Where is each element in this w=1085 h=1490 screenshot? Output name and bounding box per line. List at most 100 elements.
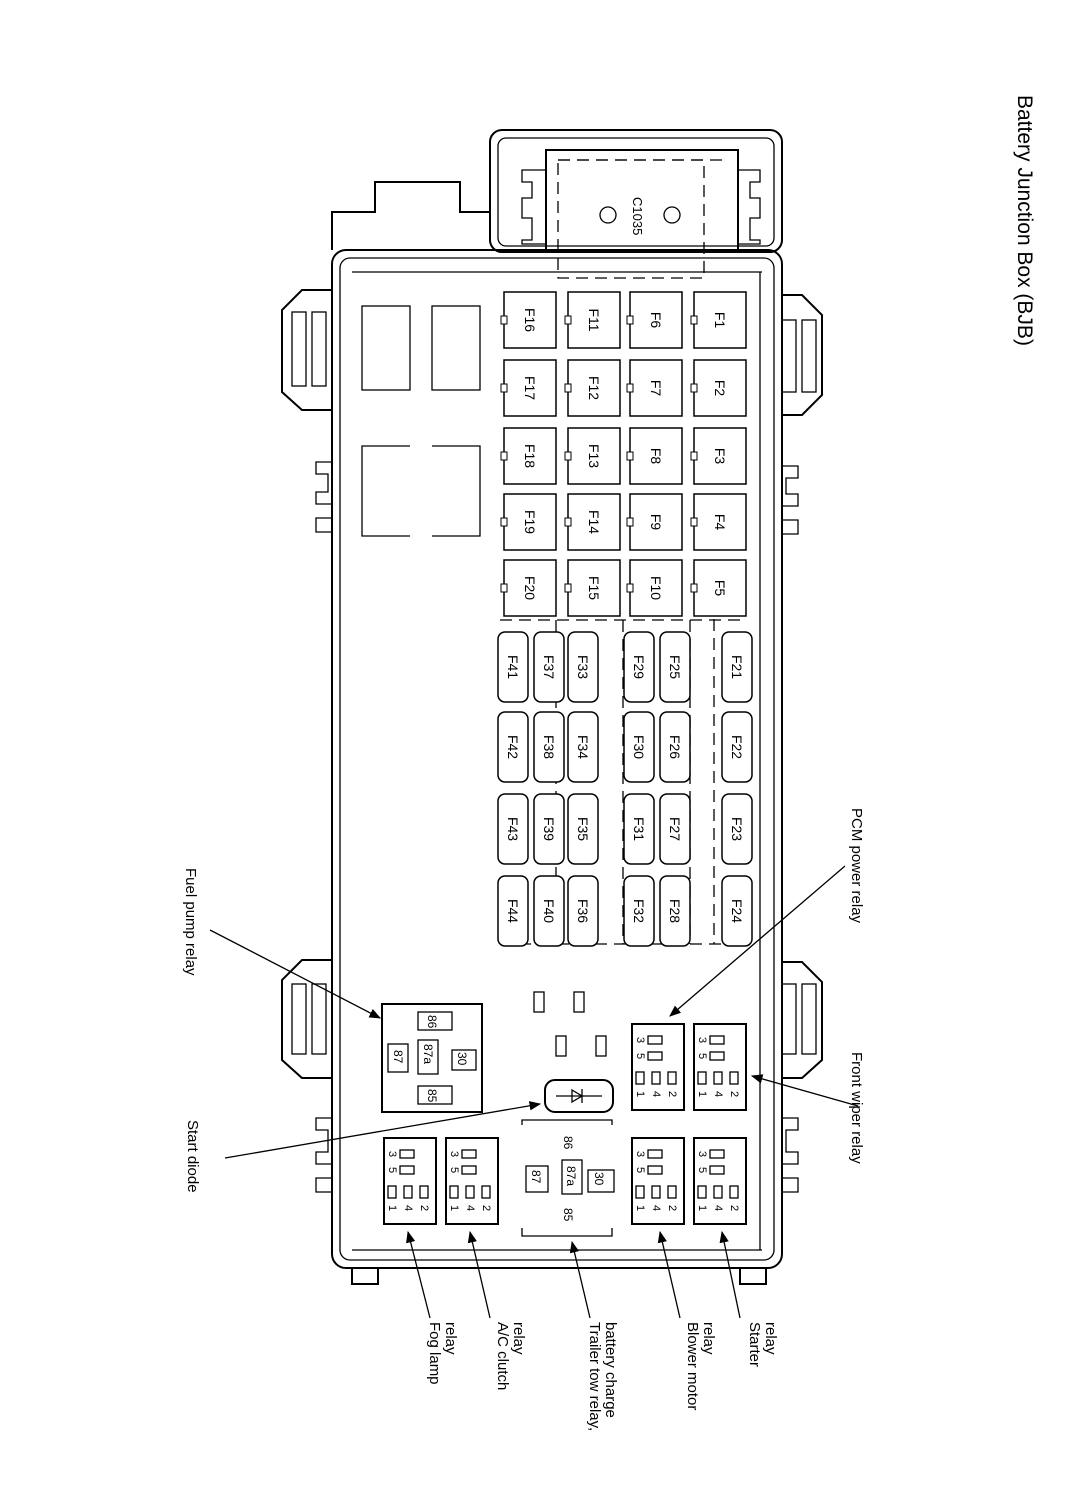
callout-leaders bbox=[209, 865, 859, 1319]
pin-5: 5 bbox=[448, 1167, 460, 1173]
fuse-f40: F40 bbox=[533, 875, 565, 947]
fuse-f19: F19 bbox=[500, 493, 557, 551]
fuse-f6: F6 bbox=[626, 291, 683, 349]
pin-1: 1 bbox=[634, 1205, 646, 1211]
fuse-label: F38 bbox=[541, 735, 557, 759]
mini-fuse-grid: F16F17F18F19F20F11F12F13F14F15F6F7F8F9F1… bbox=[500, 291, 747, 617]
fuse-label: F29 bbox=[631, 655, 647, 679]
pin-5: 5 bbox=[696, 1053, 708, 1059]
fuse-label: F20 bbox=[522, 576, 538, 600]
pin-4: 4 bbox=[712, 1091, 724, 1097]
pin-3: 3 bbox=[634, 1151, 646, 1157]
fuse-f12: F12 bbox=[564, 359, 621, 417]
fuse-f37: F37 bbox=[533, 631, 565, 703]
pin-2: 2 bbox=[480, 1205, 492, 1211]
fuse-f14: F14 bbox=[564, 493, 621, 551]
fuse-f33: F33 bbox=[567, 631, 599, 703]
fuse-f11: F11 bbox=[564, 291, 621, 349]
fuse-f23: F23 bbox=[721, 793, 753, 865]
fuse-f42: F42 bbox=[497, 711, 529, 783]
pin-4: 4 bbox=[650, 1205, 662, 1211]
pin-87a: 87a bbox=[421, 1044, 435, 1064]
fuse-label: F25 bbox=[667, 655, 683, 679]
fuse-f39: F39 bbox=[533, 793, 565, 865]
fuse-label: F14 bbox=[586, 510, 602, 534]
fuse-label: F37 bbox=[541, 655, 557, 679]
fuse-label: F22 bbox=[729, 735, 745, 759]
pin-3: 3 bbox=[448, 1151, 460, 1157]
fog-lamp-relay-label: Fog lamp relay bbox=[426, 1322, 459, 1389]
pin-5: 5 bbox=[634, 1167, 646, 1173]
fuse-label: F19 bbox=[522, 510, 538, 534]
fuse-label: F28 bbox=[667, 899, 683, 923]
fuse-f15: F15 bbox=[564, 559, 621, 617]
fuse-label: F6 bbox=[648, 312, 664, 329]
fuse-label: F32 bbox=[631, 899, 647, 923]
fuse-label: F3 bbox=[712, 448, 728, 465]
start-diode bbox=[544, 1079, 614, 1113]
diagram-title: Battery Junction Box (BJB) bbox=[1013, 95, 1036, 346]
fuse-label: F12 bbox=[586, 376, 602, 400]
pin-1: 1 bbox=[386, 1205, 398, 1211]
fuse-label: F7 bbox=[648, 380, 664, 397]
pin-2: 2 bbox=[418, 1205, 430, 1211]
fuse-label: F1 bbox=[712, 312, 728, 329]
pin-3: 3 bbox=[696, 1037, 708, 1043]
fuse-f5: F5 bbox=[690, 559, 747, 617]
fuse-f7: F7 bbox=[626, 359, 683, 417]
pin-1: 1 bbox=[634, 1091, 646, 1097]
fuse-f20: F20 bbox=[500, 559, 557, 617]
ac-clutch-relay-socket: 3 5 41 2 bbox=[445, 1137, 499, 1225]
fuse-f26: F26 bbox=[659, 711, 691, 783]
fuse-f18: F18 bbox=[500, 427, 557, 485]
fuse-f27: F27 bbox=[659, 793, 691, 865]
fuse-label: F40 bbox=[541, 899, 557, 923]
pin-1: 1 bbox=[448, 1205, 460, 1211]
pin-1: 1 bbox=[696, 1091, 708, 1097]
fuse-label: F9 bbox=[648, 514, 664, 531]
pin-1: 1 bbox=[696, 1205, 708, 1211]
pin-4: 4 bbox=[712, 1205, 724, 1211]
fuse-label: F5 bbox=[712, 580, 728, 597]
connector-label: C1035 bbox=[630, 197, 645, 235]
fuse-f31: F31 bbox=[623, 793, 655, 865]
fuse-f10: F10 bbox=[626, 559, 683, 617]
fuse-label: F41 bbox=[505, 655, 521, 679]
fuse-label: F36 bbox=[575, 899, 591, 923]
pin-5: 5 bbox=[634, 1053, 646, 1059]
fuse-label: F31 bbox=[631, 817, 647, 841]
fuse-f44: F44 bbox=[497, 875, 529, 947]
pin-87a: 87a bbox=[564, 1166, 578, 1186]
pin-4: 4 bbox=[464, 1205, 476, 1211]
starter-relay-label: Starter relay bbox=[746, 1322, 779, 1371]
pin-2: 2 bbox=[666, 1205, 678, 1211]
cartridge-fuse-grid: F41F42F43F44F37F38F39F40F33F34F35F36F29F… bbox=[497, 631, 753, 947]
trailer-tow-relay-socket: 86 87 87a 30 85 bbox=[521, 1119, 615, 1237]
fuse-label: F35 bbox=[575, 817, 591, 841]
pin-85: 85 bbox=[561, 1208, 575, 1222]
fuse-f13: F13 bbox=[564, 427, 621, 485]
fuse-label: F42 bbox=[505, 735, 521, 759]
callout-labels: PCM power relay Fuel pump relay Front wi… bbox=[182, 808, 865, 1431]
pin-30: 30 bbox=[592, 1172, 606, 1186]
fuse-label: F4 bbox=[712, 514, 728, 531]
fuse-f22: F22 bbox=[721, 711, 753, 783]
pin-87: 87 bbox=[391, 1050, 405, 1064]
pin-2: 2 bbox=[728, 1091, 740, 1097]
pin-3: 3 bbox=[696, 1151, 708, 1157]
housing: C1035 bbox=[281, 129, 823, 1285]
fuse-f1: F1 bbox=[690, 291, 747, 349]
fuel-pump-relay-socket: 86 87 87a 30 85 bbox=[381, 1003, 483, 1113]
pin-5: 5 bbox=[696, 1167, 708, 1173]
fuse-label: F11 bbox=[586, 308, 602, 331]
fuse-f4: F4 bbox=[690, 493, 747, 551]
fuse-f2: F2 bbox=[690, 359, 747, 417]
fuse-f38: F38 bbox=[533, 711, 565, 783]
fuse-f41: F41 bbox=[497, 631, 529, 703]
pin-3: 3 bbox=[386, 1151, 398, 1157]
